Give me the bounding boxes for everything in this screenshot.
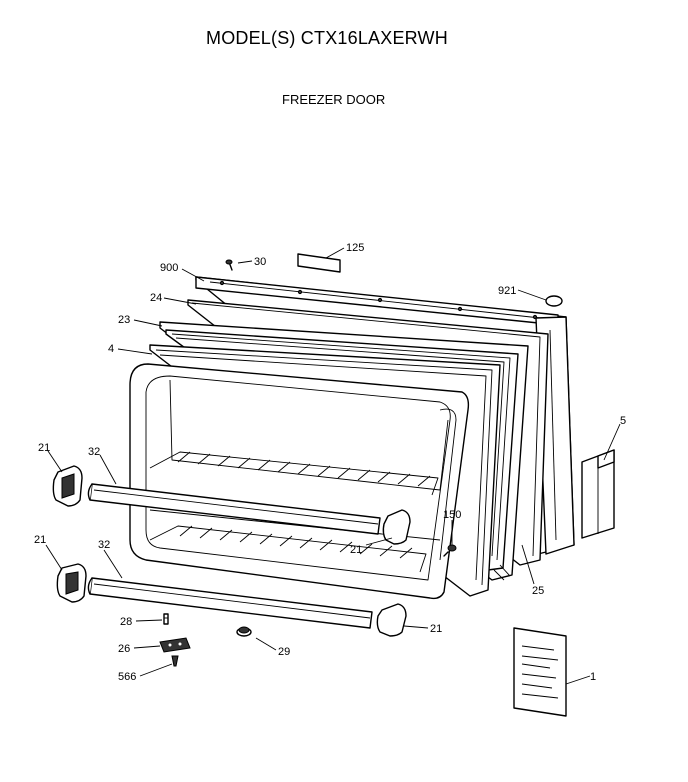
- part-label-125: 125: [346, 242, 364, 254]
- part-label-566: 566: [118, 671, 136, 683]
- bracket-5: [581, 449, 615, 539]
- screw-30: [225, 259, 233, 271]
- end-cap-upper-right: [382, 509, 411, 545]
- part-label-21-lower-right: 21: [430, 623, 442, 635]
- part-label-4: 4: [108, 343, 114, 355]
- lower-shelf-bar: [87, 577, 373, 629]
- trim-strip-125: [297, 253, 341, 273]
- upper-shelf-ribs: [149, 451, 439, 496]
- pin-28: [163, 613, 169, 625]
- instruction-card-1: [513, 627, 567, 717]
- part-label-25: 25: [532, 585, 544, 597]
- hinge-plate-26: [159, 637, 191, 653]
- leader-lines: [45, 247, 621, 685]
- plug-921: [545, 295, 563, 307]
- part-label-30: 30: [254, 256, 266, 268]
- end-cap-lower-left: [56, 563, 87, 603]
- part-label-921: 921: [498, 285, 516, 297]
- part-label-29: 29: [278, 646, 290, 658]
- end-cap-upper-left: [52, 465, 83, 507]
- part-label-1: 1: [590, 671, 596, 683]
- part-label-26: 26: [118, 643, 130, 655]
- part-label-21-upper-right: 21: [350, 544, 362, 556]
- part-label-24: 24: [150, 292, 162, 304]
- part-label-150: 150: [443, 509, 461, 521]
- part-label-32-upper: 32: [88, 446, 100, 458]
- lower-shelf-ribs: [149, 525, 427, 573]
- inner-door-liner: [129, 363, 470, 600]
- part-labels: 900 30 125 921 24 23 4 5 21 32 21 150 25…: [34, 242, 626, 683]
- model-title: MODEL(S) CTX16LAXERWH: [206, 28, 448, 48]
- bushing-29: [236, 626, 252, 637]
- part-label-21-upper-left: 21: [38, 442, 50, 454]
- section-title: FREEZER DOOR: [282, 92, 386, 107]
- part-label-21-lower-left: 21: [34, 534, 46, 546]
- end-cap-lower-right: [376, 603, 407, 637]
- part-label-32-lower: 32: [98, 539, 110, 551]
- part-label-5: 5: [620, 415, 626, 427]
- part-label-900: 900: [160, 262, 178, 274]
- part-label-28: 28: [120, 616, 132, 628]
- screw-566: [171, 655, 179, 667]
- part-label-23: 23: [118, 314, 130, 326]
- upper-shelf-bar: [87, 483, 381, 535]
